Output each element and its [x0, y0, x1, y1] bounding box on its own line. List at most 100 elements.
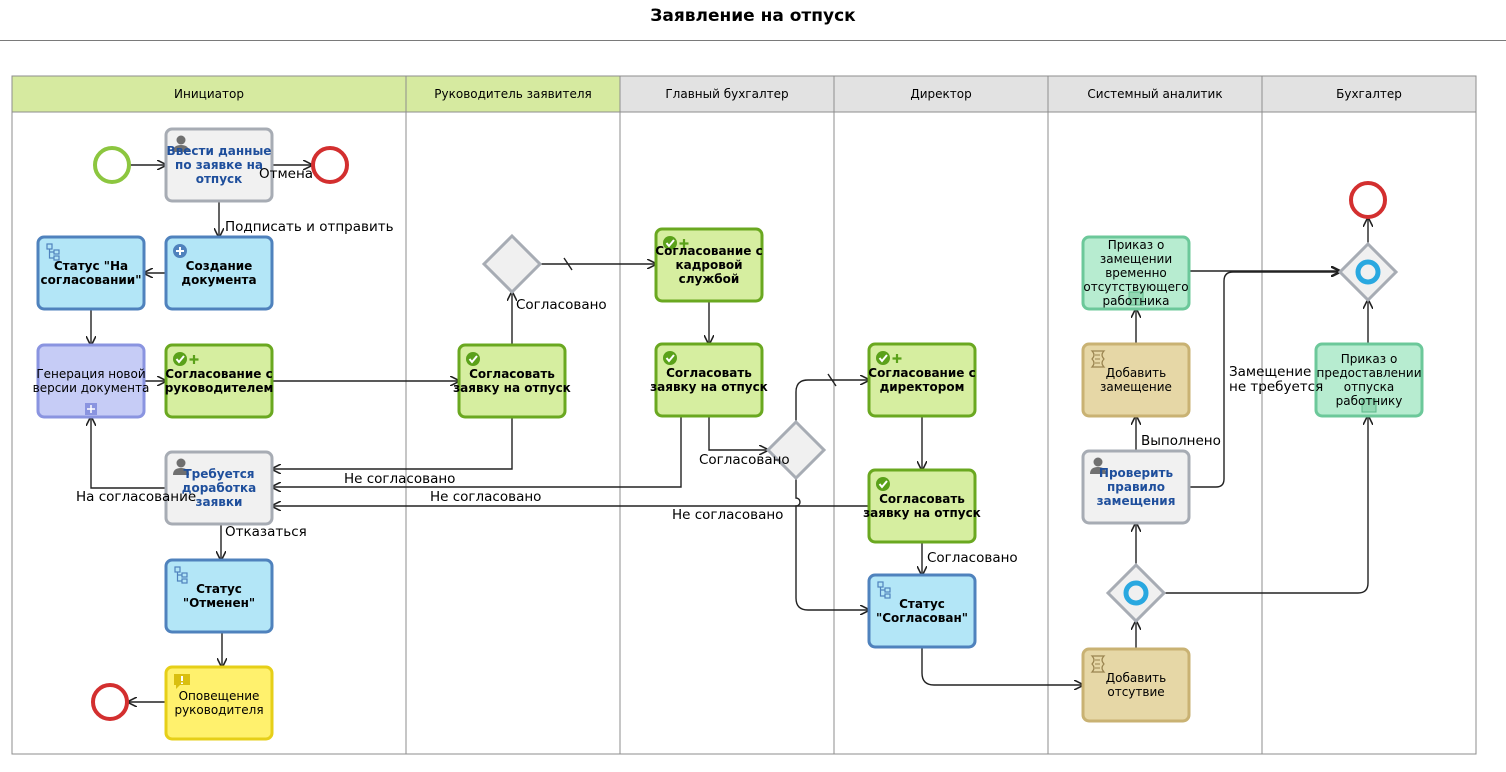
task-label: заявки	[196, 495, 243, 509]
hierarchy-icon	[877, 581, 891, 599]
default-flow-marker	[563, 257, 573, 271]
user-icon	[173, 458, 189, 475]
end-event-final[interactable]	[1349, 181, 1387, 219]
task-box	[654, 342, 764, 418]
task-label: Статус	[899, 597, 945, 611]
task-label: отпуск	[196, 172, 243, 186]
task-label: руководителем	[165, 381, 274, 395]
task-label: руководителя	[174, 703, 263, 717]
task-label: доработка	[182, 481, 256, 495]
lane-header	[11, 75, 407, 113]
task-label: Согласование с	[165, 367, 272, 381]
lane-initiator: Инициатор	[11, 75, 407, 755]
check-icon	[466, 352, 480, 366]
task-box	[867, 573, 977, 649]
sequence-flow	[272, 417, 513, 469]
end-event-cancel[interactable]	[311, 146, 349, 184]
start-event[interactable]	[93, 146, 131, 184]
task-label: временно	[1105, 266, 1167, 280]
task-box	[36, 343, 146, 419]
lane-body	[833, 111, 1049, 755]
lane-body	[405, 111, 621, 755]
user-icon	[173, 135, 189, 152]
task-box	[654, 227, 764, 303]
lane-manager: Руководитель заявителя	[405, 75, 621, 755]
gateway-final[interactable]	[1337, 241, 1399, 303]
task-box	[1314, 342, 1424, 418]
scroll-icon	[1090, 655, 1106, 673]
task-label: замещение	[1100, 380, 1172, 394]
flow-label-agreed-mgr: Согласовано	[516, 297, 607, 313]
task-label: правило	[1107, 480, 1165, 494]
sequence-flow	[708, 416, 768, 450]
flow-label-cancel: Отмена	[259, 166, 313, 182]
plus-circle-icon	[173, 244, 187, 258]
task-label: Создание	[186, 259, 253, 273]
sequence-flow	[1189, 272, 1340, 488]
check-icon	[876, 477, 890, 491]
title-divider	[0, 40, 1506, 41]
lane-title: Системный аналитик	[1087, 87, 1222, 101]
task-label: "Согласован"	[876, 611, 968, 625]
task-box	[164, 665, 274, 741]
task-label: Согласовать	[469, 367, 555, 381]
task-label: Добавить	[1106, 671, 1166, 685]
hierarchy-icon	[174, 566, 188, 584]
lane-analyst: Системный аналитик	[1047, 75, 1263, 755]
task-label: отпуска	[1344, 380, 1394, 394]
task-label: Проверить	[1099, 466, 1174, 480]
lane-title: Руководитель заявителя	[434, 87, 591, 101]
task-label: "Отменен"	[183, 596, 255, 610]
task-label: Согласование с	[655, 244, 762, 258]
task-label: работника	[1103, 294, 1170, 308]
lane-body	[11, 111, 407, 755]
task-box	[1081, 647, 1191, 723]
end-event-notify[interactable]	[91, 683, 129, 721]
task-status-approved[interactable]: Статус"Согласован"	[867, 573, 977, 649]
flow-label-not-agreed-2: Не согласовано	[430, 489, 541, 505]
inclusive-gateway-icon	[1123, 580, 1149, 606]
task-label: согласовании"	[41, 273, 142, 287]
task-label: замещения	[1097, 494, 1176, 508]
task-label: Приказ о	[1341, 352, 1398, 366]
task-label: Приказ о	[1108, 238, 1165, 252]
task-label: заявку на отпуск	[650, 380, 768, 394]
task-box	[164, 450, 274, 526]
task-label: Статус "На	[54, 259, 128, 273]
task-label: Согласовать	[666, 366, 752, 380]
gateway-chief[interactable]	[765, 419, 827, 481]
inclusive-gateway-icon	[1355, 259, 1381, 285]
lane-header	[1261, 75, 1477, 113]
task-label: по заявке на	[175, 158, 263, 172]
task-status-cancel[interactable]: Статус"Отменен"	[164, 558, 274, 634]
check-plus-icon	[876, 351, 902, 365]
task-label: документа	[181, 273, 256, 287]
hierarchy-icon	[46, 243, 60, 261]
gateway-analyst[interactable]	[1105, 562, 1167, 624]
task-label: отсутвие	[1107, 685, 1164, 699]
task-order-replacement[interactable]: Приказ озамещениивременноотсутствующегор…	[1081, 235, 1191, 311]
flow-label-not-agreed-1: Не согласовано	[344, 471, 455, 487]
task-label: Оповещение	[179, 689, 260, 703]
lane-body	[1047, 111, 1263, 755]
task-label: предоставлении	[1317, 366, 1422, 380]
gateway-manager[interactable]	[481, 233, 543, 295]
check-plus-icon	[173, 352, 199, 366]
